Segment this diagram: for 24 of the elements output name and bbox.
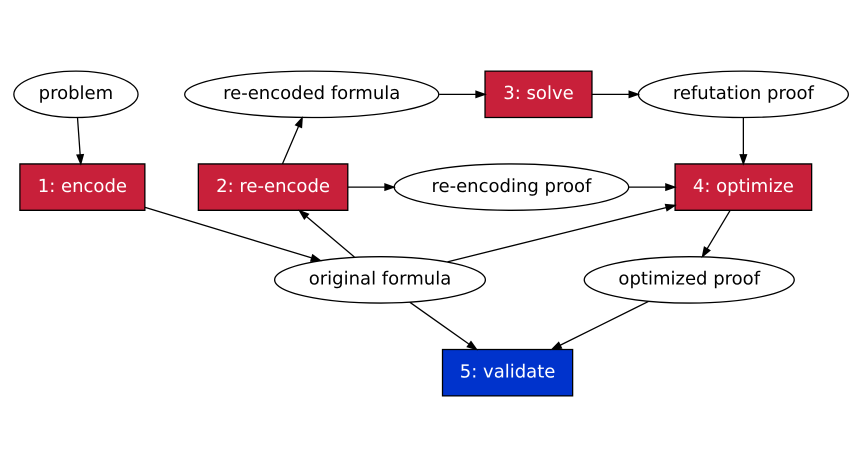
node-ellipse: refutation proof [638,70,849,118]
arrow [592,90,640,98]
arrow [447,203,677,262]
arrow [628,182,677,191]
node-box: 1: encode [19,162,146,210]
arrow [76,117,84,166]
arrow [282,116,303,164]
node-ellipse: optimized proof [584,256,795,304]
node-box: 5: validate [442,348,574,396]
arrow [739,117,748,166]
node-ellipse: problem [13,70,139,118]
arrow [410,301,478,350]
arrow [701,210,731,258]
arrow [550,300,649,350]
arrow [144,206,322,262]
node-box: 3: solve [484,70,593,118]
arrow [348,182,396,191]
arrow [439,90,487,98]
node-box: 4: optimize [674,162,812,210]
node-ellipse: re-encoded formula [184,70,440,118]
node-box: 2: re-encode [198,162,348,210]
node-ellipse: original formula [274,256,486,304]
node-ellipse: re-encoding proof [394,162,630,210]
arrow [298,208,356,258]
